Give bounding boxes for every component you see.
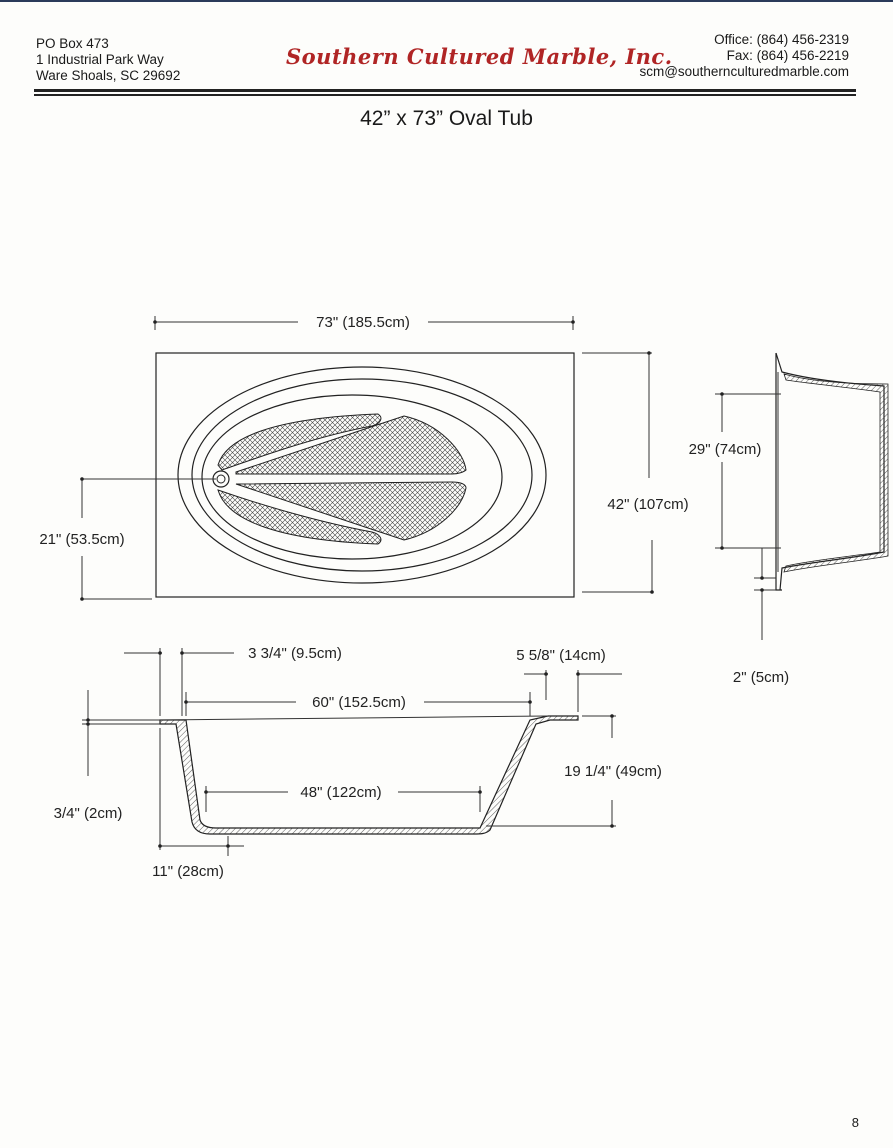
- end-section-view: 29" (74cm) 2" (5cm): [689, 352, 889, 686]
- header-divider-thick: [34, 89, 856, 92]
- tub-basin-edge: [201, 394, 503, 560]
- header-divider-thin: [34, 94, 856, 96]
- label-height: 19 1/4" (49cm): [564, 763, 662, 780]
- label-top-opening: 60" (152.5cm): [312, 694, 406, 711]
- dimension-deck-left: 3 3/4" (9.5cm): [124, 645, 342, 716]
- textured-floor-pads: [217, 413, 467, 545]
- section-tub-shell: [159, 715, 579, 835]
- label-base-offset: 11" (28cm): [152, 863, 224, 880]
- top-border-line: [0, 0, 893, 2]
- dimension-base-offset: 11" (28cm): [152, 728, 244, 880]
- end-tub-hatched-shell: [783, 373, 889, 573]
- office-phone: Office: (864) 456-2319: [714, 32, 849, 47]
- company-logo-text: Southern Cultured Marble, Inc.: [286, 44, 673, 69]
- label-side-depth: 29" (74cm): [689, 441, 762, 458]
- address-line: PO Box 473: [36, 36, 109, 51]
- tub-deck-outline: [155, 352, 575, 598]
- email-address[interactable]: scm@southernculturedmarble.com: [639, 64, 849, 79]
- dimension-drain-offset: 21" (53.5cm): [39, 477, 216, 601]
- address-line: Ware Shoals, SC 29692: [36, 68, 181, 83]
- dimension-side-flange: 2" (5cm): [733, 548, 789, 686]
- dimension-top-opening: 60" (152.5cm): [184, 692, 532, 716]
- label-length: 73" (185.5cm): [316, 314, 410, 331]
- fax-number: Fax: (864) 456-2219: [726, 48, 849, 63]
- page-title: 42” x 73” Oval Tub: [360, 107, 533, 130]
- label-deck-left: 3 3/4" (9.5cm): [248, 645, 342, 662]
- company-address: PO Box 473 1 Industrial Park Way Ware Sh…: [36, 36, 180, 84]
- dimension-length: 73" (185.5cm): [153, 314, 575, 331]
- top-view: 73" (185.5cm) 42" (107cm) 21" (53.5cm): [39, 314, 689, 601]
- dimension-bottom-length: 48" (122cm): [204, 784, 482, 812]
- label-rim-thickness: 3/4" (2cm): [54, 805, 123, 822]
- company-contact: Office: (864) 456-2319 Fax: (864) 456-22…: [639, 32, 849, 80]
- label-deck-right: 5 5/8" (14cm): [516, 647, 606, 664]
- floor-pad-lower-right: [235, 481, 467, 541]
- label-bottom-length: 48" (122cm): [300, 784, 381, 801]
- dimension-rim-thickness: 3/4" (2cm): [54, 690, 160, 822]
- floor-pad-upper-right: [235, 415, 467, 475]
- dimension-deck-right: 5 5/8" (14cm): [516, 647, 622, 712]
- end-tub-outer-wall: [775, 353, 782, 591]
- label-width: 42" (107cm): [607, 496, 688, 513]
- page-number: 8: [851, 1115, 859, 1130]
- tub-inner-rim: [191, 378, 533, 572]
- floor-pad-upper-left: [217, 413, 382, 471]
- tub-outer-rim: [177, 366, 547, 584]
- drain-center-icon: [216, 474, 226, 484]
- dimension-side-depth: 29" (74cm): [689, 392, 781, 550]
- address-line: 1 Industrial Park Way: [36, 52, 164, 67]
- length-section-view: 3 3/4" (9.5cm) 5 5/8" (14cm) 60" (152.5c…: [54, 645, 662, 880]
- label-side-flange: 2" (5cm): [733, 669, 789, 686]
- dimension-height: 19 1/4" (49cm): [486, 714, 662, 828]
- dimension-width: 42" (107cm): [582, 351, 689, 594]
- floor-pad-lower-left: [217, 489, 382, 545]
- label-drain-offset: 21" (53.5cm): [39, 531, 124, 548]
